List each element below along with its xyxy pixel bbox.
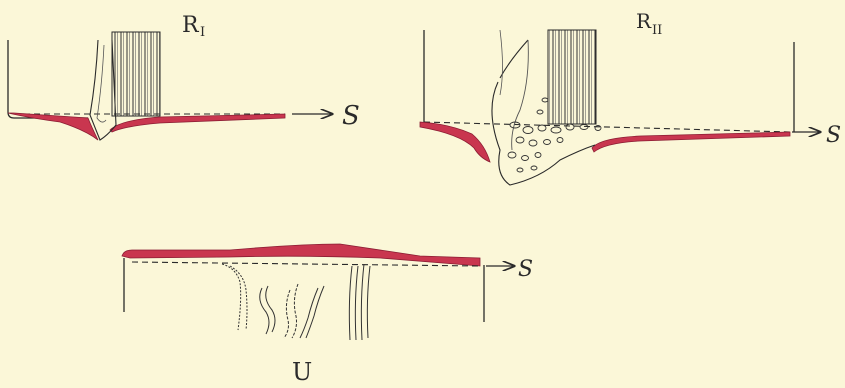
panel-r-i-label: R [182, 13, 200, 38]
panel-r-i-striated-block [112, 32, 160, 116]
panel-r-i-gland-inner [97, 45, 106, 122]
panel-u-fibers [222, 264, 370, 340]
panel-r-i-red-layer-right [110, 114, 285, 132]
panel-r-ii-label: R [636, 9, 652, 33]
panel-r-i-arrow-label: S [342, 101, 360, 131]
panel-r-ii-dashed-line [424, 122, 790, 132]
panel-r-ii-gland-inner-2 [500, 30, 503, 95]
panel-u-arrow-label: S [518, 257, 533, 282]
panel-r-ii: S R II [420, 9, 841, 185]
panel-r-i-label-subscript: I [200, 25, 205, 40]
panel-u: S U [122, 244, 533, 386]
panel-r-i: S R I [8, 13, 360, 140]
panel-r-ii-arrow-label: S [826, 123, 841, 148]
panel-u-label: U [292, 358, 312, 386]
panel-r-ii-label-subscript: II [652, 23, 662, 38]
panel-r-ii-red-layer-right [592, 132, 790, 152]
panel-r-i-red-layer-left [8, 113, 98, 140]
panel-u-dashed-line [132, 262, 480, 266]
panel-r-ii-striated-block [548, 30, 596, 124]
panel-r-ii-red-layer-left [420, 122, 490, 162]
